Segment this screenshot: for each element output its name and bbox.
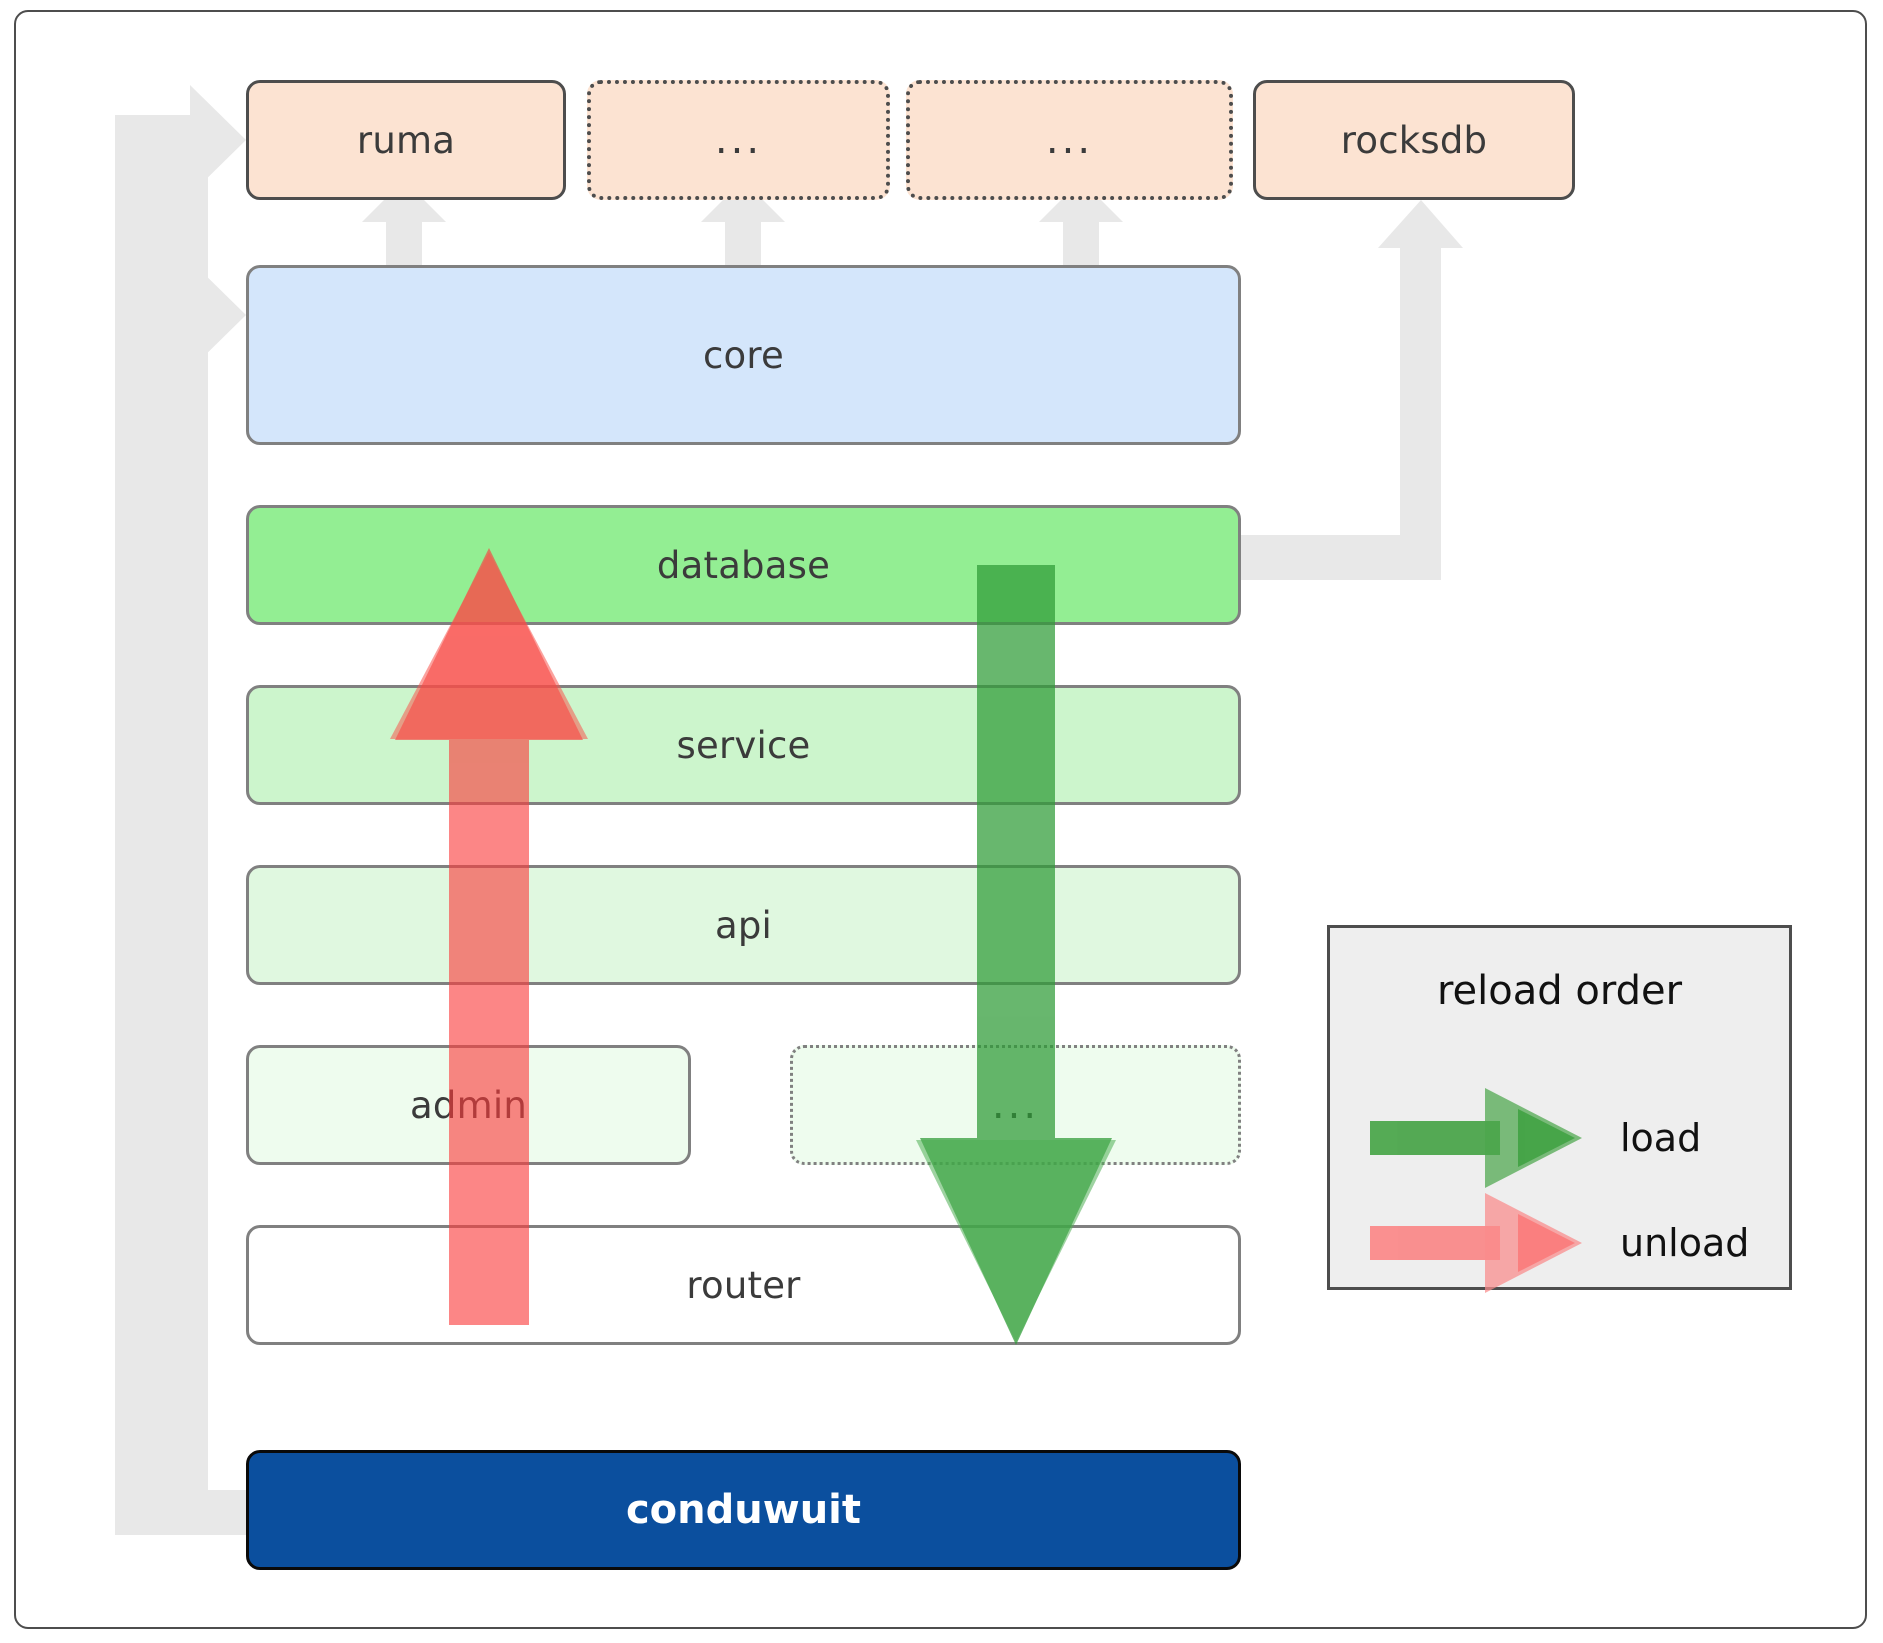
legend-panel: reload order load — [1327, 925, 1792, 1293]
load-arrow-down-wide — [916, 1140, 1116, 1342]
connector-core-to-dots1 — [701, 180, 785, 265]
legend-load-arrow-icon — [1370, 1088, 1582, 1188]
connector-conduwuit-to-left-trunk — [115, 1490, 246, 1535]
unload-arrow-up-wide — [390, 552, 588, 739]
dependency-box-ellipsis-2[interactable]: ... — [906, 80, 1233, 200]
binary-box-conduwuit[interactable]: conduwuit — [246, 1450, 1241, 1570]
connector-arrow-to-ruma — [115, 85, 246, 195]
legend-unload-arrow-icon — [1370, 1193, 1582, 1293]
connector-arrow-to-core — [115, 260, 246, 370]
gray-connectors — [115, 85, 1463, 1535]
dependency-box-rocksdb[interactable]: rocksdb — [1253, 80, 1575, 200]
connector-conduwuit-trunk — [115, 132, 208, 1535]
legend-label-unload: unload — [1620, 1221, 1750, 1265]
legend-title: reload order — [1436, 968, 1683, 1014]
connector-database-to-rocksdb — [1241, 535, 1400, 580]
legend-row-load: load — [1330, 1088, 1789, 1188]
load-arrow-head-wide — [916, 1140, 1116, 1342]
binary-label-conduwuit: conduwuit — [625, 1487, 862, 1533]
layer-box-api[interactable]: api — [246, 865, 1241, 985]
connector-core-to-ruma — [362, 180, 446, 265]
unload-arrow-head-wide — [390, 552, 588, 739]
legend-row-unload: unload — [1330, 1193, 1789, 1293]
legend-label-load: load — [1620, 1116, 1702, 1160]
layer-box-database[interactable]: database — [246, 505, 1241, 625]
connector-database-to-rocksdb-riser — [1378, 200, 1463, 580]
connector-core-to-dots2 — [1039, 180, 1123, 265]
load-arrow-shaft — [977, 565, 1055, 1237]
unload-arrow-shaft — [449, 645, 529, 1325]
